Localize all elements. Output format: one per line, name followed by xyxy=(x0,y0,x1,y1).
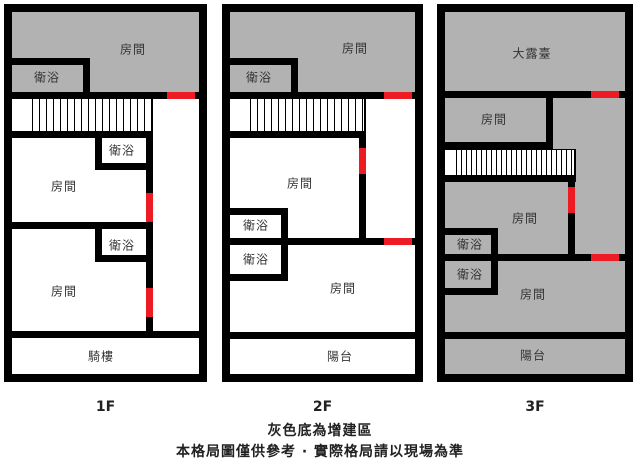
outer-wall xyxy=(437,374,633,382)
wall-segment xyxy=(445,332,625,339)
wall-segment xyxy=(95,229,102,262)
room-label: 房間 xyxy=(50,284,78,299)
wall-segment xyxy=(12,222,153,229)
wall-segment xyxy=(230,238,415,245)
wall-segment xyxy=(12,131,153,138)
room-label: 房間 xyxy=(519,287,547,302)
door-red-marker xyxy=(167,92,195,99)
stair-treads xyxy=(250,99,364,131)
room-label: 房間 xyxy=(119,42,147,57)
floor-name-2f: 2F xyxy=(312,399,333,415)
stairs xyxy=(12,99,153,131)
stairs xyxy=(230,99,366,131)
door-red-marker xyxy=(359,148,366,174)
wall-segment xyxy=(445,91,625,98)
wall-segment xyxy=(568,175,575,261)
bath-label: 衛浴 xyxy=(242,218,270,233)
wall-segment xyxy=(12,92,199,99)
wall-segment xyxy=(359,131,366,245)
door-red-marker xyxy=(568,187,575,213)
wall-segment xyxy=(83,58,90,92)
wall-segment xyxy=(445,142,553,149)
door-red-marker xyxy=(384,92,412,99)
floor-name-3f: 3F xyxy=(525,399,545,415)
wall-segment xyxy=(491,228,498,261)
outer-wall xyxy=(4,374,207,382)
room-label: 房間 xyxy=(286,176,314,191)
stair-treads xyxy=(456,150,574,175)
disclaimer-caption: 本格局圖僅供參考 · 實際格局請以現場為準 xyxy=(175,444,465,460)
wall-segment xyxy=(546,98,553,149)
wall-segment xyxy=(230,332,415,339)
outer-wall xyxy=(222,374,423,382)
stair-treads xyxy=(32,99,151,131)
door-red-marker xyxy=(146,193,153,222)
addition-area xyxy=(230,12,415,92)
wall-segment xyxy=(230,208,288,215)
terrace-label: 大露臺 xyxy=(512,46,552,61)
legend-caption: 灰色底為增建區 xyxy=(267,423,373,439)
wall-segment xyxy=(230,58,298,65)
room-label: 騎樓 xyxy=(87,349,115,364)
outer-wall xyxy=(437,4,633,12)
wall-segment xyxy=(445,254,625,261)
bath-label: 衛浴 xyxy=(108,238,136,253)
bath-label: 衛浴 xyxy=(456,267,484,282)
room-label: 陽台 xyxy=(326,349,354,364)
bath-label: 衛浴 xyxy=(245,70,273,85)
outer-wall xyxy=(4,4,12,382)
floor-plan-2f: 房間 衛浴 房間 衛浴 衛浴 房間 陽台 xyxy=(222,4,423,382)
bath-label: 衛浴 xyxy=(108,143,136,158)
wall-segment xyxy=(12,331,199,338)
floor-plan-1f: 房間 衛浴 衛浴 房間 衛浴 房間 騎樓 xyxy=(4,4,207,382)
wall-segment xyxy=(445,228,498,235)
room-label: 房間 xyxy=(341,41,369,56)
wall-segment xyxy=(445,175,576,182)
room-label: 房間 xyxy=(480,112,508,127)
addition-area xyxy=(12,12,199,92)
room-label: 房間 xyxy=(329,281,357,296)
stairs xyxy=(445,149,576,175)
wall-segment xyxy=(230,92,415,99)
floor-plan-3f: 大露臺 房間 房間 衛浴 衛浴 房間 陽台 xyxy=(437,4,633,382)
addition-area xyxy=(445,12,625,374)
wall-segment xyxy=(146,131,153,338)
wall-segment xyxy=(12,58,90,65)
floor-name-1f: 1F xyxy=(95,399,116,415)
room-label: 陽台 xyxy=(519,348,547,363)
wall-segment xyxy=(445,288,498,295)
door-red-marker xyxy=(146,288,153,317)
bath-label: 衛浴 xyxy=(33,70,61,85)
outer-wall xyxy=(222,4,230,382)
wall-segment xyxy=(95,163,153,170)
outer-wall xyxy=(625,4,633,382)
outer-wall xyxy=(4,4,207,12)
wall-segment xyxy=(491,261,498,295)
room-label: 房間 xyxy=(50,179,78,194)
wall-segment xyxy=(291,58,298,92)
door-red-marker xyxy=(384,238,412,245)
door-red-marker xyxy=(591,254,619,261)
wall-segment xyxy=(230,131,366,138)
room-label: 房間 xyxy=(511,211,539,226)
wall-segment xyxy=(281,245,288,281)
outer-wall xyxy=(199,4,207,382)
bath-label: 衛浴 xyxy=(242,252,270,267)
bath-label: 衛浴 xyxy=(456,237,484,252)
outer-wall xyxy=(437,4,445,382)
wall-segment xyxy=(230,274,288,281)
wall-segment xyxy=(281,208,288,245)
wall-segment xyxy=(95,138,102,170)
door-red-marker xyxy=(591,91,619,98)
wall-segment xyxy=(95,255,153,262)
outer-wall xyxy=(222,4,423,12)
outer-wall xyxy=(415,4,423,382)
